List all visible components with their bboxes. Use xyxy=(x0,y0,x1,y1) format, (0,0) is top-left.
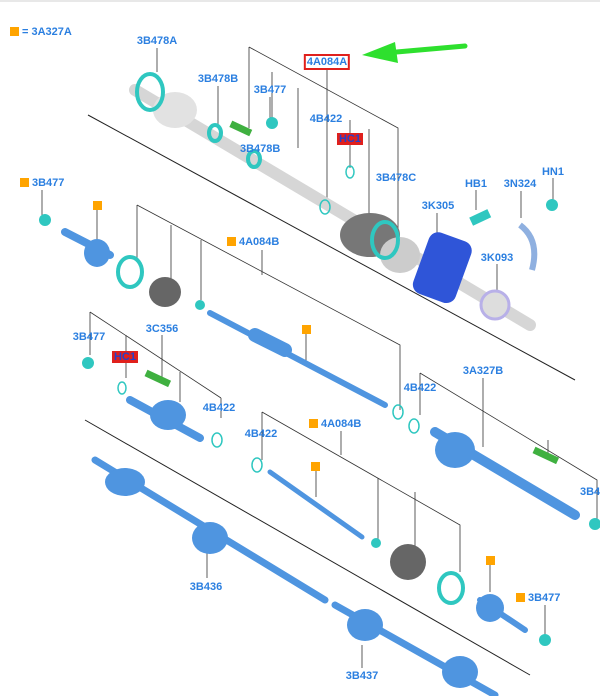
divider-line-2 xyxy=(84,419,531,676)
orange-square-icon xyxy=(10,27,19,36)
clips xyxy=(117,165,420,473)
part-label[interactable]: 3B437 xyxy=(345,670,379,682)
top-driveshaft xyxy=(129,84,538,331)
part-label[interactable]: 3B4 xyxy=(580,486,600,498)
part-label[interactable]: 3B478B xyxy=(240,143,281,155)
bearing-housing-3K305 xyxy=(412,232,472,304)
green-arrow-icon xyxy=(362,42,468,63)
part-label[interactable]: HB1 xyxy=(464,178,488,190)
orange-square-icon xyxy=(93,201,102,210)
orange-square-icon xyxy=(302,325,311,334)
nuts xyxy=(39,117,600,646)
orange-square-icon xyxy=(309,419,318,428)
legend: = 3A327A xyxy=(10,26,72,38)
seal-rings xyxy=(116,72,465,605)
part-label[interactable]: 4B422 xyxy=(202,402,236,414)
part-label[interactable]: 3B478C xyxy=(375,172,417,184)
leader-lines xyxy=(41,46,598,668)
part-label[interactable]: 3B477 xyxy=(20,177,64,189)
orange-square-icon xyxy=(20,178,29,187)
section-divider-lines xyxy=(84,114,576,676)
part-label[interactable]: 3C356 xyxy=(145,323,179,335)
part-label[interactable]: 3B478A xyxy=(136,35,178,47)
part-label[interactable]: 3B477 xyxy=(72,331,106,343)
part-label[interactable]: 4B422 xyxy=(244,428,278,440)
part-label-highlighted[interactable]: 4A084A xyxy=(303,54,351,70)
part-label[interactable]: 4B422 xyxy=(309,113,343,125)
part-label[interactable]: 3B436 xyxy=(189,581,223,593)
orange-square-icon xyxy=(486,556,495,565)
part-label[interactable]: 4B422 xyxy=(403,382,437,394)
blue-shafts xyxy=(61,228,580,696)
part-label[interactable]: 3N324 xyxy=(503,178,537,190)
part-label[interactable]: 4A084B xyxy=(309,418,361,430)
top-border xyxy=(0,0,600,2)
orange-square-icon xyxy=(227,237,236,246)
part-label[interactable]: HN1 xyxy=(541,166,565,178)
part-label[interactable]: 3A327B xyxy=(462,365,504,377)
part-label[interactable]: 3B477 xyxy=(516,592,560,604)
part-label[interactable]: 3B478B xyxy=(197,73,239,85)
part-label-red[interactable]: HC1 xyxy=(336,133,364,145)
orange-square-icon xyxy=(516,593,525,602)
orange-square-icon xyxy=(311,462,320,471)
part-label[interactable]: 3B477 xyxy=(253,84,287,96)
part-label[interactable]: 3K305 xyxy=(421,200,455,212)
boots xyxy=(149,277,426,580)
part-label-red[interactable]: HC1 xyxy=(111,351,139,363)
bracket-3N324 xyxy=(518,222,538,271)
divider-line-1 xyxy=(87,114,576,381)
part-label[interactable]: 4A084B xyxy=(227,236,279,248)
grease-packs xyxy=(144,120,560,465)
part-label[interactable]: 3K093 xyxy=(480,252,514,264)
